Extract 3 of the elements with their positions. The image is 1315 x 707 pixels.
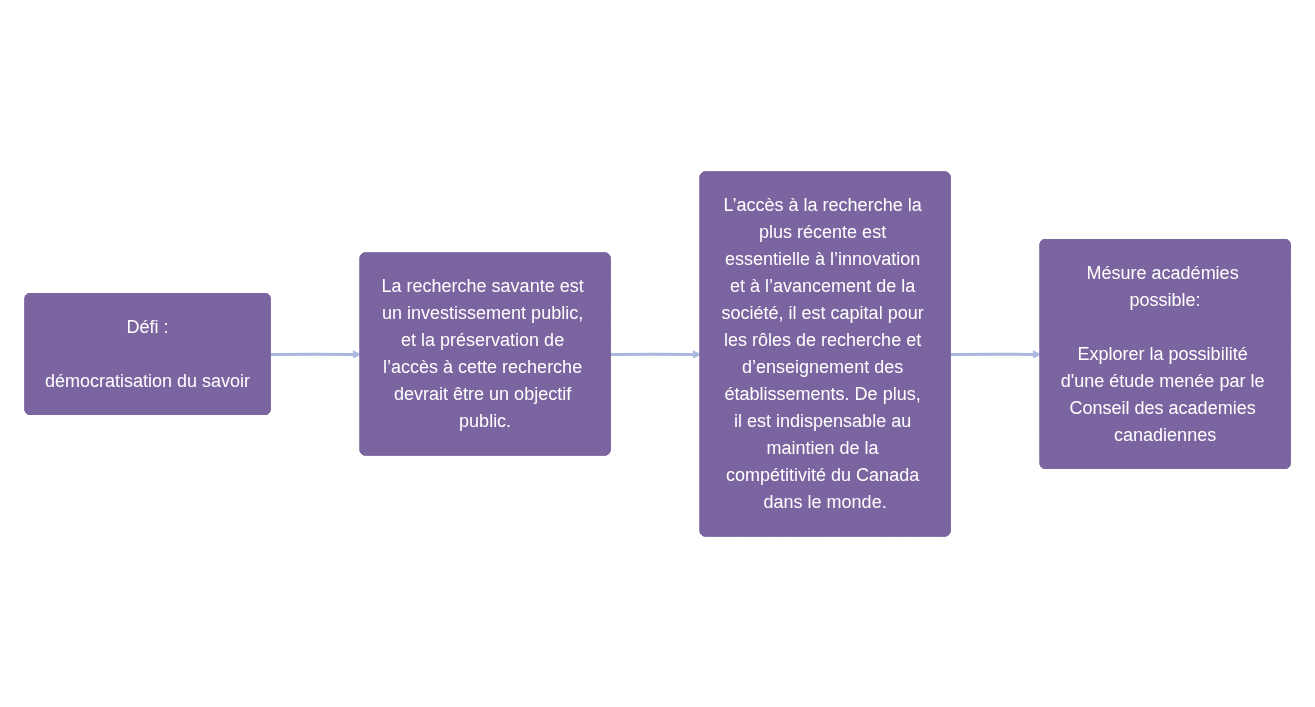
arrow [610, 349, 701, 359]
arrow [950, 349, 1041, 359]
arrow [270, 349, 361, 359]
